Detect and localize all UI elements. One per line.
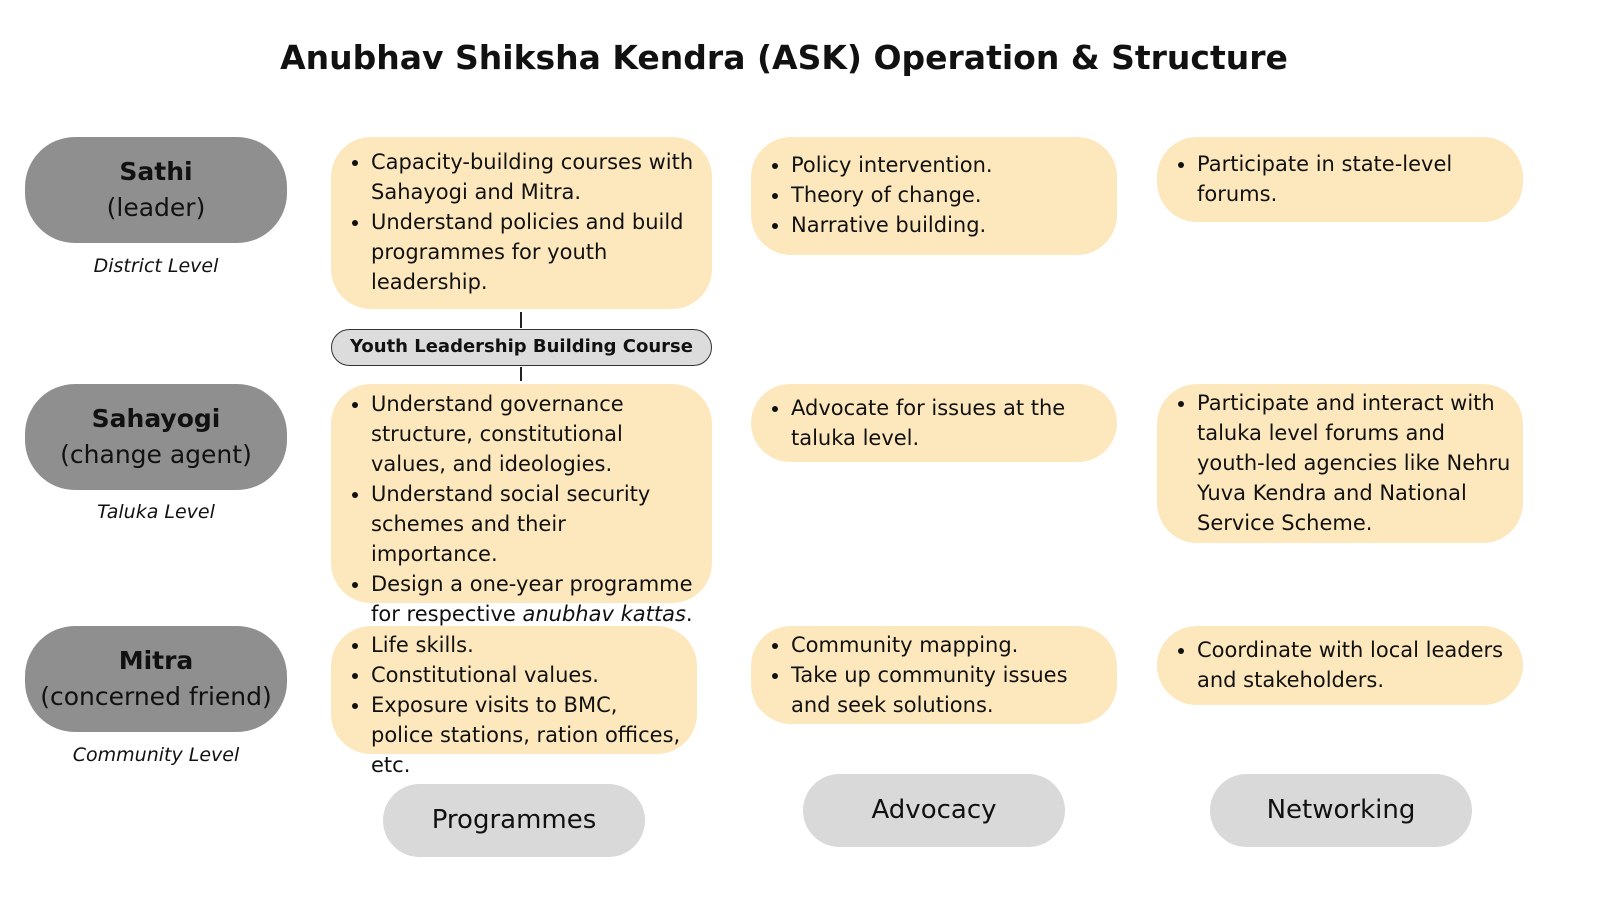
item-text: Design a one-year programme for respecti… — [371, 572, 693, 626]
list-item: Understand social security schemes and t… — [371, 479, 698, 569]
list-item: Participate in state-level forums. — [1197, 149, 1509, 209]
role-name: Sahayogi — [91, 404, 221, 433]
list-item: Take up community issues and seek soluti… — [791, 660, 1103, 720]
list-item: Capacity-building courses with Sahayogi … — [371, 147, 698, 207]
programmes-sathi-box: Capacity-building courses with Sahayogi … — [331, 137, 712, 309]
arrow-up-icon — [520, 312, 522, 328]
list-item: Understand policies and build programmes… — [371, 207, 698, 297]
role-name: Sathi — [119, 157, 193, 186]
advocacy-sathi-box: Policy intervention. Theory of change. N… — [751, 137, 1117, 255]
column-label-advocacy: Advocacy — [803, 774, 1065, 847]
role-name: Mitra — [118, 646, 194, 675]
item-emphasis: anubhav kattas — [522, 602, 686, 626]
advocacy-sahayogi-box: Advocate for issues at the taluka level. — [751, 384, 1117, 462]
list-item: Understand governance structure, constit… — [371, 389, 698, 479]
list-item: Design a one-year programme for respecti… — [371, 569, 698, 629]
list-item: Policy intervention. — [791, 150, 1103, 180]
arrow-down-icon — [520, 367, 522, 381]
role-sahayogi: Sahayogi (change agent) — [25, 384, 287, 490]
level-label: District Level — [93, 255, 219, 277]
programmes-sahayogi-box: Understand governance structure, constit… — [331, 384, 712, 626]
role-desc: (leader) — [106, 193, 206, 222]
level-label: Community Level — [72, 744, 240, 766]
list-item: Theory of change. — [791, 180, 1103, 210]
role-desc: (change agent) — [60, 440, 252, 469]
column-label-programmes: Programmes — [383, 784, 645, 857]
column-label-networking: Networking — [1210, 774, 1472, 847]
role-desc: (concerned friend) — [40, 682, 272, 711]
level-label: Taluka Level — [97, 501, 215, 523]
role-mitra: Mitra (concerned friend) — [25, 626, 287, 732]
course-label: Youth Leadership Building Course — [331, 329, 712, 366]
page-title: Anubhav Shiksha Kendra (ASK) Operation &… — [280, 38, 1288, 77]
list-item: Constitutional values. — [371, 660, 683, 690]
item-text: . — [685, 602, 693, 626]
networking-sathi-box: Participate in state-level forums. — [1157, 137, 1523, 222]
list-item: Advocate for issues at the taluka level. — [791, 393, 1103, 453]
list-item: Coordinate with local leaders and stakeh… — [1197, 635, 1515, 695]
list-item: Exposure visits to BMC, police stations,… — [371, 690, 683, 780]
role-sathi: Sathi (leader) — [25, 137, 287, 243]
list-item: Life skills. — [371, 630, 683, 660]
advocacy-mitra-box: Community mapping. Take up community iss… — [751, 626, 1117, 724]
list-item: Participate and interact with taluka lev… — [1197, 388, 1515, 538]
list-item: Community mapping. — [791, 630, 1103, 660]
networking-mitra-box: Coordinate with local leaders and stakeh… — [1157, 626, 1523, 705]
networking-sahayogi-box: Participate and interact with taluka lev… — [1157, 384, 1523, 543]
list-item: Narrative building. — [791, 210, 1103, 240]
programmes-mitra-box: Life skills. Constitutional values. Expo… — [331, 626, 697, 777]
